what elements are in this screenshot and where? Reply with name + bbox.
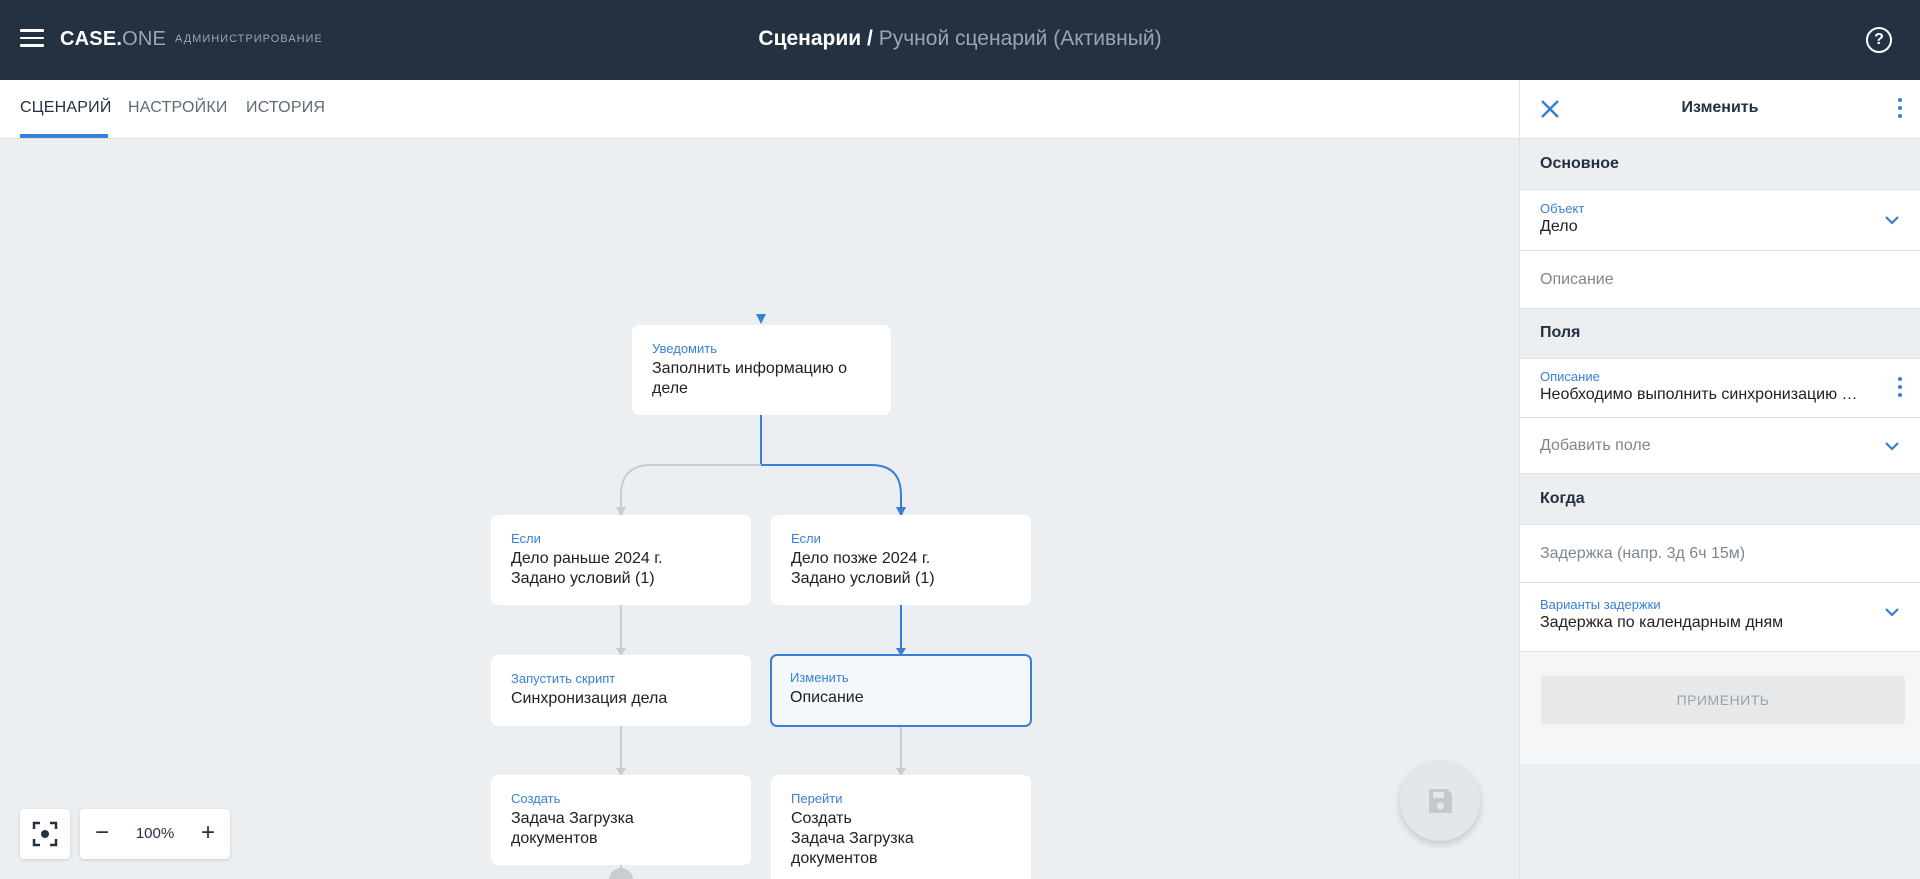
node-type-label: Если [791, 531, 821, 546]
delay-variants-label: Варианты задержки [1540, 597, 1661, 612]
node-text: Заполнить информацию о деле [652, 360, 848, 397]
delay-variants-value: Задержка по календарным дням [1540, 614, 1784, 631]
chevron-down-icon [1885, 442, 1899, 451]
brand-name: CASE. [60, 28, 123, 50]
brand-suffix: ONE [122, 28, 167, 50]
node-conditions-count: Задано условий (1) [511, 570, 655, 587]
zoom-control: − 100% + [80, 809, 230, 859]
node-text: Задача Загрузка документов [511, 810, 634, 847]
node-if-after-2024[interactable]: Если Дело позже 2024 г. Задано условий (… [771, 515, 1031, 605]
field-description[interactable]: Описание Необходимо выполнить синхрониза… [1520, 359, 1920, 418]
description-placeholder: Описание [1540, 271, 1614, 288]
node-type-label: Уведомить [652, 341, 717, 356]
chevron-down-icon [1885, 608, 1899, 617]
node-target-action: Создать [791, 810, 852, 827]
scenario-canvas[interactable]: Уведомить Заполнить информацию о деле Ес… [0, 140, 1519, 879]
app-section-label: АДМИНИСТРИРОВАНИЕ [175, 33, 323, 45]
breadcrumb-separator: / [867, 27, 873, 50]
save-button[interactable] [1400, 761, 1480, 841]
tab-history[interactable]: ИСТОРИЯ [246, 99, 326, 116]
add-field-placeholder: Добавить поле [1540, 437, 1651, 454]
zoom-level: 100% [135, 825, 175, 842]
node-text: Задача Загрузка документов [791, 830, 914, 867]
node-type-label: Если [511, 531, 541, 546]
panel-header: Изменить [1520, 80, 1920, 139]
object-label: Объект [1540, 201, 1585, 216]
breadcrumb-scenarios[interactable]: Сценарии [758, 27, 862, 50]
node-condition: Дело позже 2024 г. [791, 550, 931, 567]
object-select[interactable]: Объект Дело [1520, 190, 1920, 251]
chevron-down-icon [1885, 216, 1899, 225]
section-when: Когда [1520, 474, 1920, 525]
node-type-label: Создать [511, 791, 561, 806]
delay-input[interactable]: Задержка (напр. 3д 6ч 15м) [1520, 525, 1920, 583]
close-icon[interactable] [1538, 97, 1562, 121]
node-create[interactable]: Создать Задача Загрузка документов [491, 775, 751, 865]
more-options-icon[interactable] [1890, 98, 1910, 122]
node-condition: Дело раньше 2024 г. [511, 550, 663, 567]
help-icon[interactable]: ? [1866, 27, 1892, 53]
field-description-label: Описание [1540, 369, 1600, 384]
delay-placeholder: Задержка (напр. 3д 6ч 15м) [1540, 545, 1746, 562]
section-main-title: Основное [1540, 155, 1619, 172]
page-title: Сценарии / Ручной сценарий (Активный) [0, 27, 1920, 51]
edit-panel: Изменить Основное Объект Дело Описание П… [1519, 80, 1920, 879]
node-text: Описание [790, 689, 864, 706]
panel-footer: ПРИМЕНИТЬ [1520, 652, 1920, 764]
zoom-in-button[interactable]: + [200, 819, 215, 846]
tab-settings[interactable]: НАСТРОЙКИ [128, 99, 228, 116]
fit-screen-icon [32, 821, 58, 847]
node-change-selected[interactable]: Изменить Описание [770, 654, 1032, 727]
tab-bar: СЦЕНАРИЙ НАСТРОЙКИ ИСТОРИЯ [0, 80, 1519, 139]
object-value: Дело [1540, 218, 1578, 235]
active-tab-indicator [20, 134, 108, 138]
node-run-script[interactable]: Запустить скрипт Синхронизация дела [491, 655, 751, 726]
add-field-select[interactable]: Добавить поле [1520, 418, 1920, 474]
section-when-title: Когда [1540, 490, 1585, 507]
panel-title: Изменить [1681, 99, 1759, 116]
node-type-label: Перейти [791, 791, 843, 806]
description-input[interactable]: Описание [1520, 251, 1920, 309]
delay-variants-select[interactable]: Варианты задержки Задержка по календарны… [1520, 583, 1920, 652]
zoom-out-button[interactable]: − [94, 819, 109, 846]
node-goto[interactable]: Перейти Создать Задача Загрузка документ… [771, 775, 1031, 879]
brand-logo[interactable]: CASE.ONE [60, 28, 166, 51]
apply-button[interactable]: ПРИМЕНИТЬ [1541, 676, 1905, 724]
breadcrumb-current: Ручной сценарий (Активный) [878, 27, 1162, 50]
section-fields-title: Поля [1540, 324, 1581, 341]
menu-icon[interactable] [20, 29, 44, 51]
field-options-icon[interactable] [1890, 377, 1910, 401]
save-icon [1429, 789, 1452, 813]
flow-connectors [609, 140, 906, 879]
node-conditions-count: Задано условий (1) [791, 570, 935, 587]
node-text: Синхронизация дела [511, 690, 668, 707]
section-main: Основное [1520, 140, 1920, 190]
node-type-label: Изменить [790, 670, 849, 685]
tab-scenario[interactable]: СЦЕНАРИЙ [20, 99, 112, 116]
field-description-value: Необходимо выполнить синхронизацию дела [1540, 386, 1862, 403]
section-fields: Поля [1520, 309, 1920, 359]
top-bar: CASE.ONE АДМИНИСТРИРОВАНИЕ Сценарии / Ру… [0, 0, 1920, 80]
node-if-before-2024[interactable]: Если Дело раньше 2024 г. Задано условий … [491, 515, 751, 605]
node-notify[interactable]: Уведомить Заполнить информацию о деле [632, 325, 891, 415]
fit-to-screen-button[interactable] [20, 809, 70, 859]
node-type-label: Запустить скрипт [511, 671, 616, 686]
